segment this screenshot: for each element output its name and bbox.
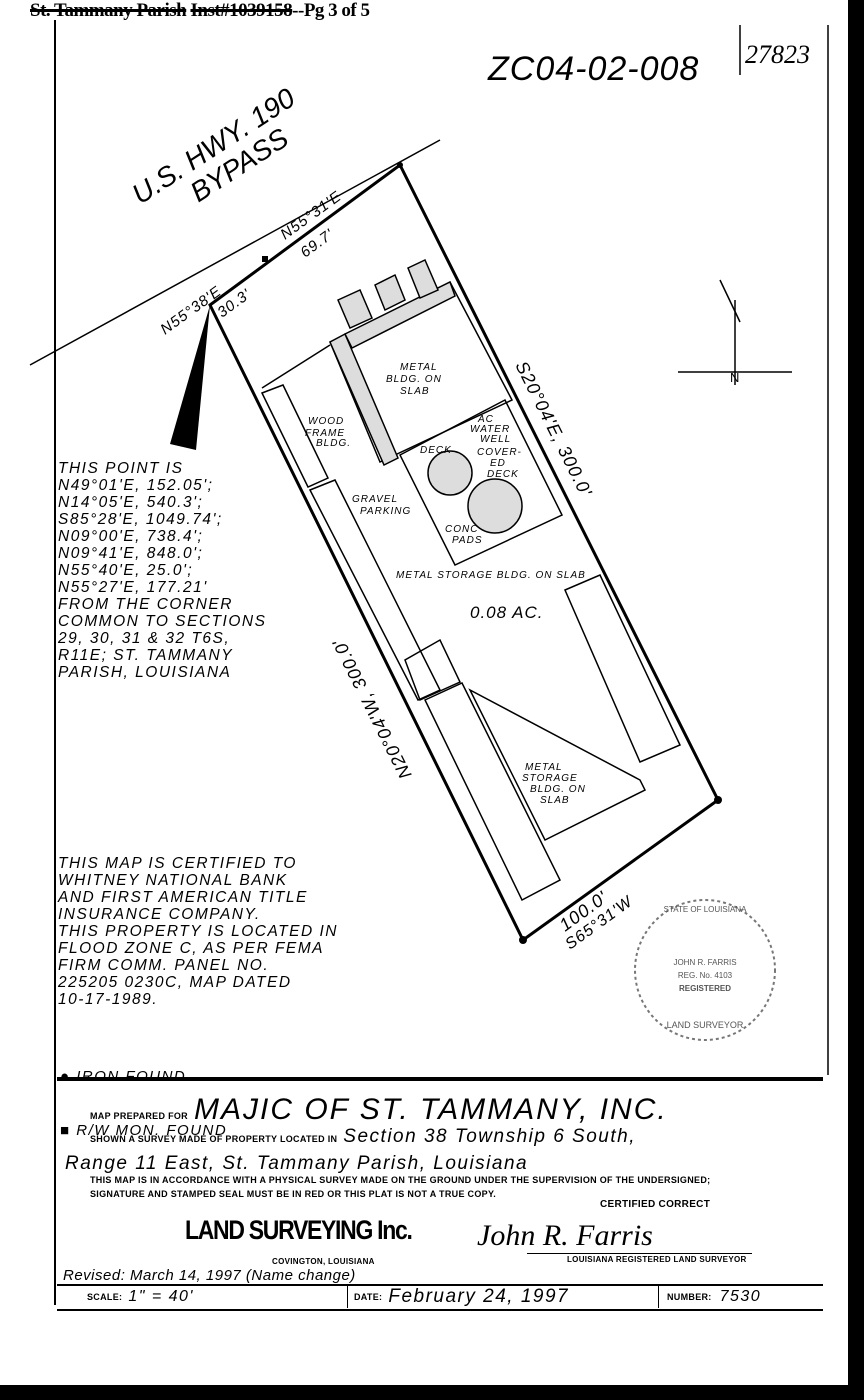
deck-circle (427, 450, 473, 496)
point-of-beginning-description: THIS POINT IS N49°01'E, 152.05'; N14°05'… (58, 460, 267, 681)
plat-label: JOHN R. FARRIS (673, 958, 736, 967)
north-label: N (730, 370, 739, 385)
company-logo: LAND SURVEYING Inc. (185, 1215, 413, 1245)
number-cell: NUMBER: 7530 (659, 1284, 823, 1308)
plat-drawing-element: U.S. HWY. 190 BYPASS (126, 82, 300, 210)
plat-label: ED (490, 458, 506, 469)
west-side-label: N20°04'W, 300.0' (329, 635, 416, 782)
metal-storage-building (468, 688, 647, 842)
concrete-walk (329, 332, 399, 467)
surveyor-signature: John R. Farris (477, 1219, 653, 1252)
storage-building-west (308, 479, 442, 701)
plat-drawing-element: METAL BLDG. ON SLAB WOOD FRAME BLDG. AC … (305, 362, 586, 806)
page-number-annotation: 27823 (745, 40, 810, 69)
scan-edge-bottom (0, 1385, 864, 1400)
wood-frame-building (260, 384, 330, 488)
storage-building-east (564, 574, 682, 763)
plat-drawing-element (261, 344, 331, 389)
plat-label: WELL (480, 434, 511, 445)
highway-right-of-way (29, 139, 441, 366)
north-arrow-icon: N (678, 279, 792, 385)
yard-fence (423, 682, 561, 902)
plat-drawing-element (374, 273, 406, 312)
plat-label: STATE OF LOUISIANA (664, 905, 747, 914)
plat-label: METAL (525, 762, 563, 773)
plat-label: PADS (452, 535, 483, 546)
plat-drawing-element (634, 899, 776, 1041)
plat-label: DECK (487, 469, 519, 480)
plat-drawing-element (404, 638, 462, 702)
plat-label: METAL STORAGE BLDG. ON SLAB (396, 570, 586, 581)
plat-label: COVER- (477, 447, 522, 458)
plat-label: REG. No. 4103 (678, 971, 733, 980)
plat-drawing-element (337, 289, 373, 329)
plat-label: BLDG. ON (530, 784, 586, 795)
plat-label: DECK (420, 445, 452, 456)
surveyor-seal: STATE OF LOUISIANA JOHN R. FARRIS REG. N… (634, 899, 776, 1041)
deck-area (399, 398, 564, 566)
iron-found-marker (397, 162, 403, 168)
plat-label: CONC (445, 524, 478, 535)
document-header: St. Tammany Parish Inst#1039158--Pg 3 of… (30, 0, 370, 21)
plat-label: STORAGE (522, 773, 578, 784)
scale-cell: SCALE: 1" = 40' (57, 1284, 348, 1308)
plat-label: LAND SURVEYOR (667, 1020, 744, 1030)
plat-label: WOOD (308, 416, 344, 427)
east-side-label: S20°04'E, 300.0' (511, 358, 596, 500)
covered-deck-circle (467, 478, 523, 534)
certification-note: THIS MAP IS CERTIFIED TO WHITNEY NATIONA… (58, 855, 338, 1008)
plat-label: BLDG. ON (386, 374, 442, 385)
plat-label: REGISTERED (679, 984, 731, 993)
title-block: MAP PREPARED FOR Majic of St. Tammany, I… (57, 1077, 823, 1311)
plat-label: BLDG. (316, 438, 351, 449)
plat-label: WATER (470, 424, 510, 435)
plat-label: GRAVEL (352, 494, 398, 505)
client-name: Majic of St. Tammany, Inc. (193, 1093, 668, 1126)
area-label: 0.08 AC. (470, 603, 544, 622)
plat-drawing-element (407, 258, 439, 300)
legend-item: ■ R/W MON. FOUND (60, 1122, 228, 1139)
parish-name: St. Tammany Parish (30, 0, 187, 21)
revision-note: Revised: March 14, 1997 (Name change) (63, 1267, 356, 1284)
plat-label: SLAB (540, 795, 570, 806)
plat-drawing-element (260, 258, 682, 902)
zoning-number: ZC04-02-008 (488, 50, 700, 88)
plat-drawing-element (719, 279, 741, 323)
plat-drawing-element (343, 280, 456, 350)
date-cell: DATE: February 24, 1997 (348, 1284, 659, 1308)
plat-label: METAL (400, 362, 438, 373)
rw-monument-marker (262, 256, 268, 262)
bearing-label: N55°38'E (157, 283, 224, 339)
scan-edge-right (848, 0, 864, 1400)
page-indicator: Pg 3 of 5 (303, 0, 370, 21)
point-arrow (170, 305, 210, 450)
property-boundary (208, 162, 720, 943)
plat-label: PARKING (360, 506, 411, 517)
plat-label: SLAB (400, 386, 430, 397)
iron-found-marker (714, 796, 722, 804)
plat-label: AC (477, 414, 494, 425)
bearing-label: N55°31'E (277, 188, 344, 244)
iron-found-marker (519, 936, 527, 944)
instrument-number: Inst#1039158 (190, 0, 293, 21)
plat-label: FRAME (305, 428, 345, 439)
